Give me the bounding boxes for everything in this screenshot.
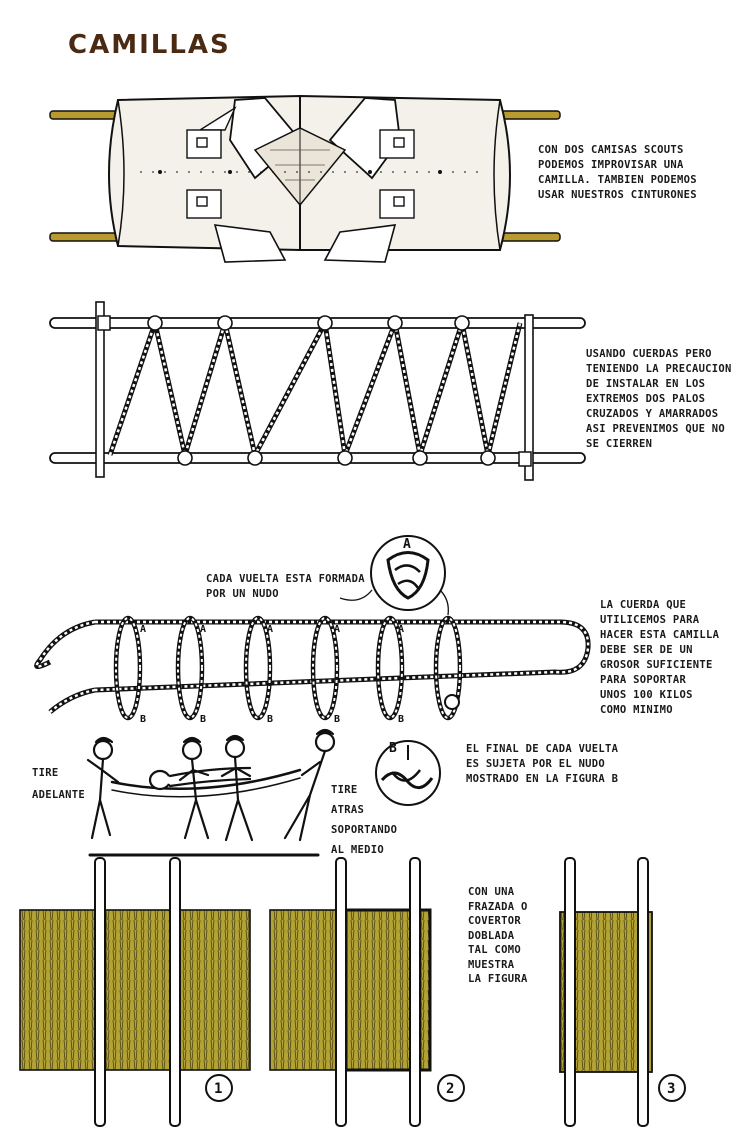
loop-label-b: B bbox=[267, 714, 273, 725]
caption-shirts: CON DOS CAMISAS SCOUTS PODEMOS IMPROVISA… bbox=[538, 144, 697, 201]
pole bbox=[169, 857, 181, 1127]
pocket-icons bbox=[186, 129, 415, 219]
detail-b-circle bbox=[375, 740, 441, 806]
step-number-2: 2 bbox=[446, 1081, 454, 1097]
step-number-1: 1 bbox=[214, 1081, 222, 1097]
cross-stick-left bbox=[95, 301, 105, 478]
blanket-step1 bbox=[19, 909, 251, 1071]
pole bbox=[94, 857, 106, 1127]
step-number-3: 3 bbox=[667, 1081, 675, 1097]
loop-label-a: A bbox=[334, 624, 340, 635]
loop-label-b: B bbox=[200, 714, 206, 725]
detail-a-label: A bbox=[403, 537, 411, 552]
loop-label-b: B bbox=[398, 714, 404, 725]
pole bbox=[409, 857, 421, 1127]
pole bbox=[335, 857, 347, 1127]
caption-pull-forward: TIRE ADELANTE bbox=[32, 767, 85, 801]
pole bbox=[564, 857, 576, 1127]
pole bbox=[637, 857, 649, 1127]
scouts-carrying-figure bbox=[86, 728, 336, 857]
detail-b-label: B bbox=[389, 741, 397, 756]
loop-label-a: A bbox=[267, 624, 273, 635]
loop-label-a: A bbox=[398, 624, 404, 635]
cross-stick-right bbox=[524, 314, 534, 481]
loop-label-a: A bbox=[140, 624, 146, 635]
page-title: CAMILLAS bbox=[68, 30, 231, 60]
caption-pull-back: TIRE ATRAS SOPORTANDO AL MEDIO bbox=[331, 784, 398, 856]
loop-label-a: A bbox=[200, 624, 206, 635]
caption-ropes: USANDO CUERDAS PERO TENIENDO LA PRECAUCI… bbox=[586, 348, 732, 450]
loop-label-b: B bbox=[140, 714, 146, 725]
caption-loop-knot: CADA VUELTA ESTA FORMADA POR UN NUDO bbox=[206, 573, 365, 600]
caption-blanket: CON UNA FRAZADA O COVERTOR DOBLADA TAL C… bbox=[468, 886, 528, 985]
detail-a-circle bbox=[370, 535, 446, 611]
caption-loop-end: EL FINAL DE CADA VUELTA ES SUJETA POR EL… bbox=[466, 743, 619, 785]
loop-label-b: B bbox=[334, 714, 340, 725]
caption-rope-thickness: LA CUERDA QUE UTILICEMOS PARA HACER ESTA… bbox=[600, 599, 720, 716]
